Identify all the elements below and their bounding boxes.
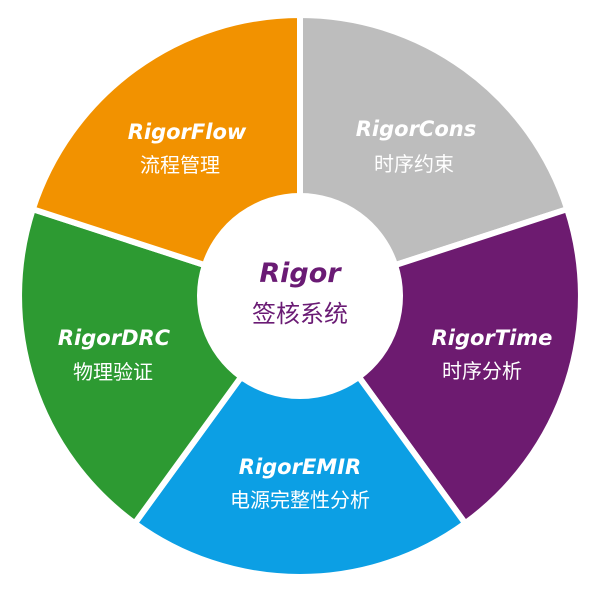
center-hub[interactable]: Rigor 签核系统 (200, 196, 400, 396)
center-title: Rigor (259, 258, 342, 289)
segment-rigortime-title: RigorTime (432, 326, 553, 350)
segment-rigorflow-subtitle: 流程管理 (140, 153, 220, 177)
segment-rigoremir-title: RigorEMIR (239, 455, 361, 479)
segment-rigorcons-subtitle: 时序约束 (374, 152, 454, 176)
segment-rigorflow-title: RigorFlow (128, 120, 247, 144)
segments-layer: RigorCons 时序约束 RigorTime 时序分析 RigorEMIR … (16, 12, 584, 580)
center-subtitle: 签核系统 (252, 300, 348, 328)
segment-rigordrc-title: RigorDRC (58, 326, 171, 350)
center-circle (200, 196, 400, 396)
segment-rigortime-shape (355, 206, 584, 527)
segment-rigordrc-subtitle: 物理验证 (73, 360, 153, 384)
segment-rigoremir[interactable]: RigorEMIR 电源完整性分析 (131, 373, 469, 580)
segment-rigoremir-subtitle: 电源完整性分析 (230, 488, 370, 512)
segment-rigoremir-shape (131, 373, 469, 580)
segment-rigortime-subtitle: 时序分析 (442, 359, 522, 383)
segment-rigordrc[interactable]: RigorDRC 物理验证 (16, 206, 245, 527)
segment-rigorcons-title: RigorCons (356, 117, 476, 141)
segment-rigortime[interactable]: RigorTime 时序分析 (355, 206, 584, 527)
segment-rigordrc-shape (16, 206, 245, 527)
